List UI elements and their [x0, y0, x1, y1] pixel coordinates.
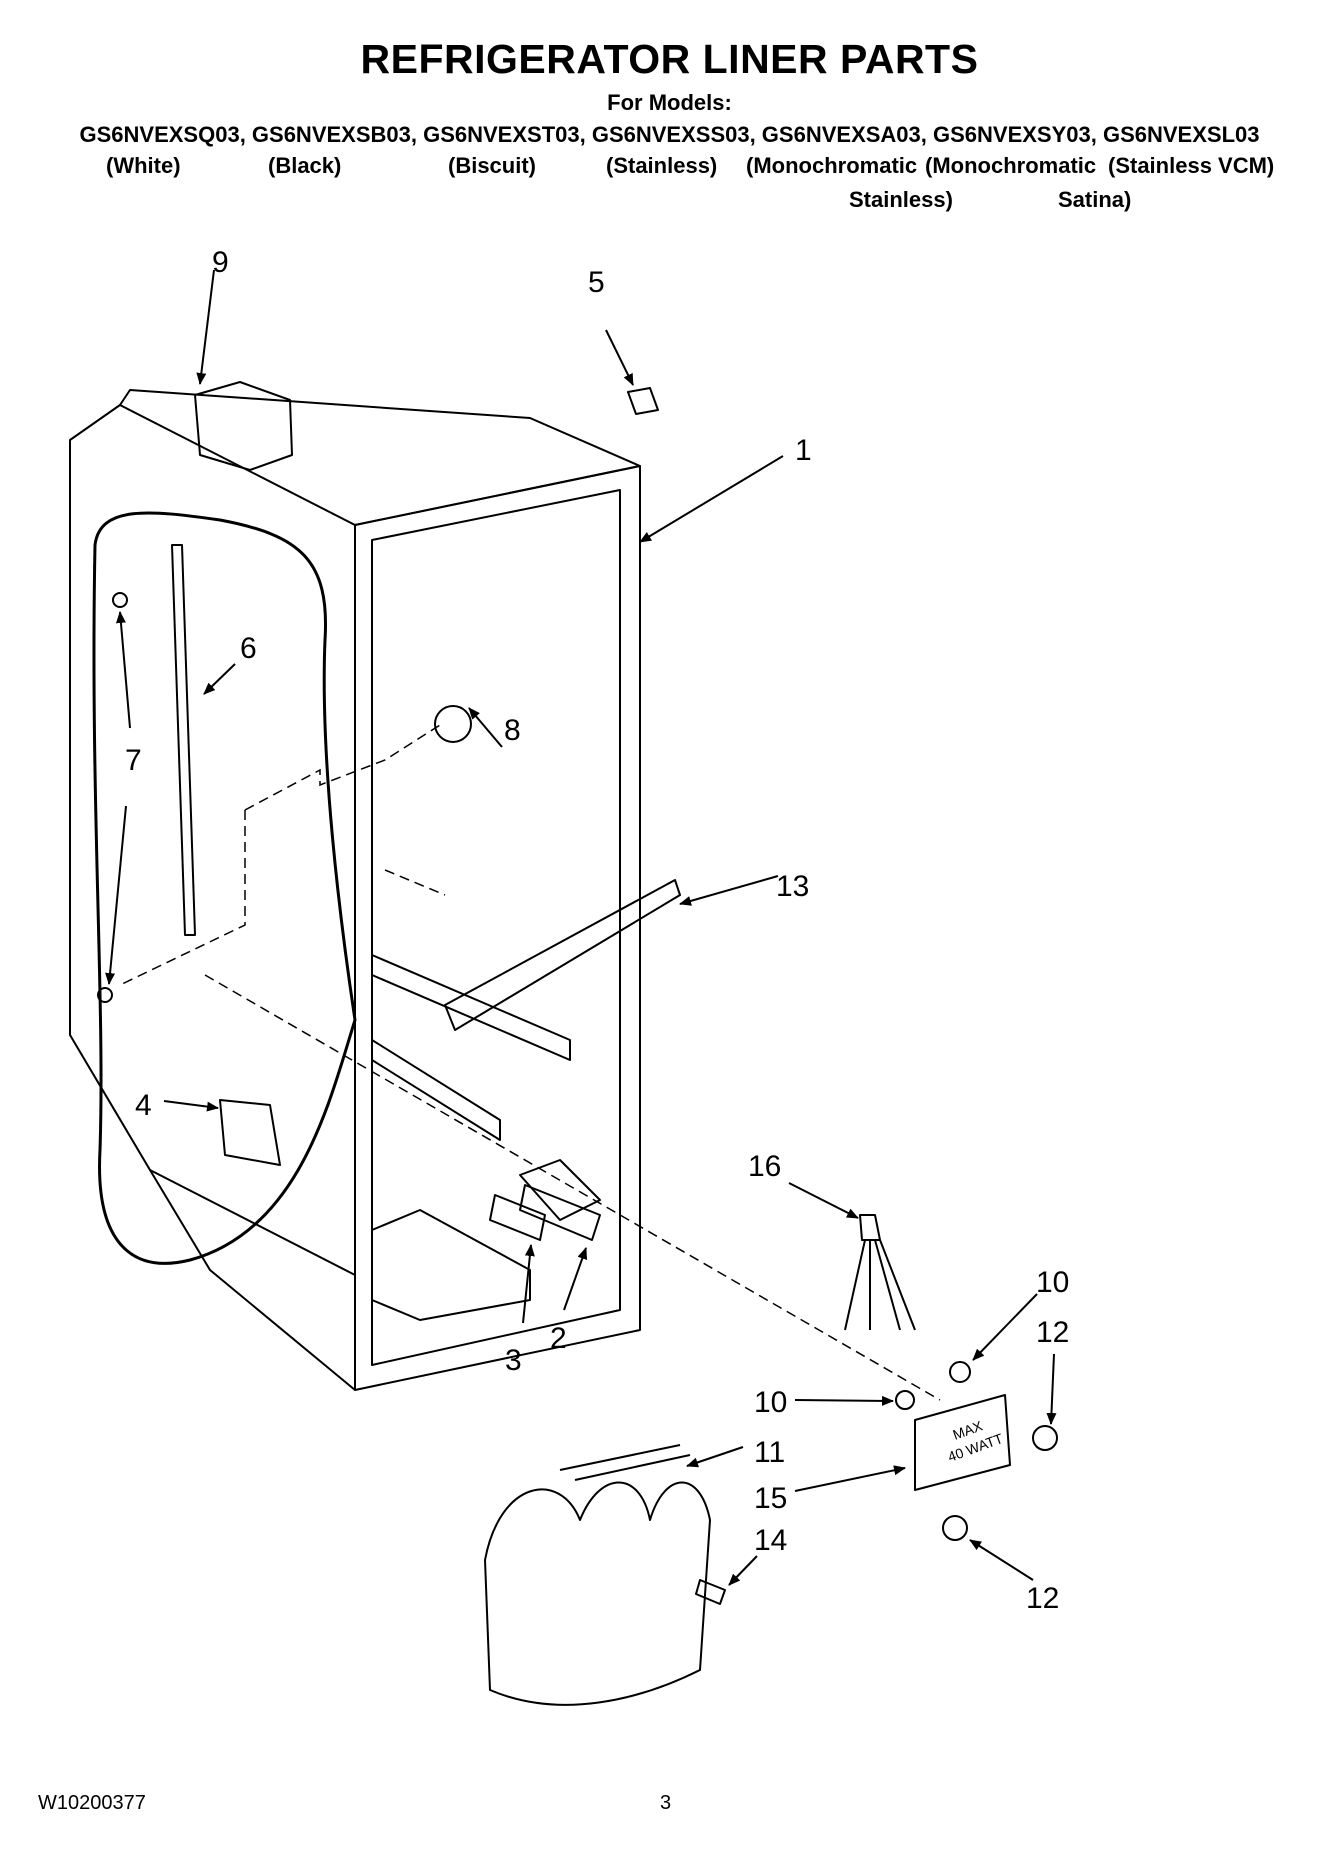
- callout-13: 13: [776, 870, 809, 903]
- liner-top-panel: [119, 389, 641, 526]
- crisper-tray: [371, 1209, 531, 1321]
- part-12-light-bulb-upper: [1032, 1425, 1058, 1451]
- finish-stainless: (Stainless): [606, 153, 718, 178]
- callout-7: 7: [125, 744, 142, 777]
- liner-front-frame-inner: [371, 489, 621, 1366]
- assembly-line-13: [384, 869, 446, 896]
- finish-black: (Black): [268, 153, 342, 178]
- leader-10-lower: [794, 1395, 894, 1406]
- part-4-vent-grille: [219, 1099, 281, 1166]
- leader-8: [468, 707, 503, 748]
- finish-mono-stainless-line1: (Monochromatic: [746, 153, 918, 178]
- leader-3: [522, 1244, 535, 1324]
- part-11-evaporator-tubes: [559, 1444, 691, 1481]
- leader-7-up: [115, 611, 131, 729]
- shelf-ledge-lower: [371, 1039, 501, 1141]
- model-list: GS6NVEXSQ03, GS6NVEXSB03, GS6NVEXST03, G…: [79, 122, 1260, 147]
- leader-12-lower: [969, 1539, 1034, 1581]
- leader-16: [788, 1182, 859, 1219]
- assembly-line-15: [204, 974, 941, 1401]
- callout-6: 6: [240, 632, 257, 665]
- leader-12-upper: [1046, 1353, 1057, 1425]
- liner-bottom: [149, 1169, 356, 1391]
- callout-3: 3: [505, 1344, 522, 1377]
- part-14-screw: [695, 1579, 726, 1605]
- leader-10-upper: [972, 1293, 1038, 1361]
- doc-number: W10200377: [38, 1792, 146, 1814]
- liner-front-frame: [354, 465, 641, 1391]
- for-models-label: For Models:: [607, 90, 732, 115]
- part-5-clip: [627, 387, 659, 415]
- part-11-evaporator-coil: [484, 1481, 711, 1706]
- shelf-ledge-upper: [371, 954, 571, 1061]
- drain-trough: [519, 1159, 601, 1221]
- part-8-thermostat-knob: [434, 705, 472, 743]
- leader-14: [728, 1555, 758, 1586]
- callout-12-upper: 12: [1036, 1316, 1069, 1349]
- callout-4: 4: [135, 1089, 152, 1122]
- page-title: REFRIGERATOR LINER PARTS: [360, 36, 979, 82]
- finish-mono-satina-line2: Satina): [1058, 187, 1132, 212]
- finish-biscuit: (Biscuit): [448, 153, 536, 178]
- shelf-support-rail: [171, 544, 196, 936]
- page-number: 3: [660, 1792, 672, 1814]
- leader-15: [794, 1465, 906, 1492]
- callout-1: 1: [795, 434, 812, 467]
- part-2-bracket: [519, 1184, 601, 1241]
- leader-7-down: [105, 805, 127, 985]
- callout-15: 15: [754, 1482, 787, 1515]
- leader-13: [679, 875, 779, 906]
- part-15-light-housing: [914, 1394, 1011, 1491]
- part-3-bracket: [489, 1194, 546, 1241]
- leader-4: [163, 1100, 219, 1112]
- callout-2: 2: [550, 1322, 567, 1355]
- part-7-screw-upper: [112, 592, 128, 608]
- leader-11: [686, 1446, 744, 1468]
- finish-white: (White): [106, 153, 181, 178]
- part-12-light-bulb-lower: [942, 1515, 968, 1541]
- callout-14: 14: [754, 1524, 787, 1557]
- callout-9: 9: [212, 246, 229, 279]
- part-16-wire-harness: [844, 1214, 916, 1331]
- callout-8: 8: [504, 714, 521, 747]
- callout-5: 5: [588, 266, 605, 299]
- leader-6: [203, 663, 236, 695]
- part-10-light-shield-clip-lower: [895, 1390, 915, 1410]
- callout-12-lower: 12: [1026, 1582, 1059, 1615]
- leader-9: [196, 269, 215, 385]
- callout-11: 11: [754, 1436, 785, 1469]
- assembly-line-7: [119, 810, 246, 986]
- callout-10-lower: 10: [754, 1386, 787, 1419]
- part-10-light-shield-clip-upper: [949, 1361, 971, 1383]
- leader-5: [605, 329, 634, 386]
- part-13-shelf-channel: [444, 879, 681, 1031]
- leader-1: [639, 455, 784, 543]
- finish-stainless-vcm: (Stainless VCM): [1108, 153, 1275, 178]
- part-7-screw-lower: [97, 987, 113, 1003]
- finish-mono-satina-line1: (Monochromatic: [925, 153, 1097, 178]
- callout-10-upper: 10: [1036, 1266, 1069, 1299]
- part-9-control-housing: [194, 381, 293, 471]
- callout-16: 16: [748, 1150, 781, 1183]
- assembly-line-6-8: [244, 724, 441, 811]
- liner-cutaway-outline: [92, 511, 357, 1265]
- leader-2: [563, 1247, 588, 1311]
- finish-mono-stainless-line2: Stainless): [849, 187, 953, 212]
